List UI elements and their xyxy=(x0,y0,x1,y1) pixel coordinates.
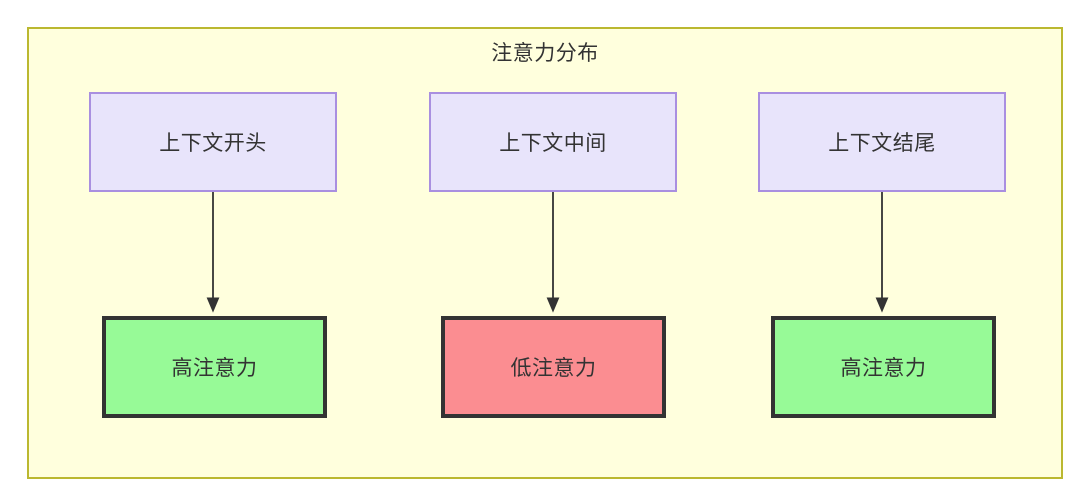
node-context-middle-label: 上下文中间 xyxy=(499,132,607,155)
node-high-attention-start-label: 高注意力 xyxy=(171,357,258,380)
node-low-attention-middle[interactable]: 低注意力 xyxy=(441,316,666,418)
subgraph-title: 注意力分布 xyxy=(491,42,599,65)
node-context-middle[interactable]: 上下文中间 xyxy=(429,92,677,192)
node-context-end[interactable]: 上下文结尾 xyxy=(758,92,1006,192)
node-context-start-label: 上下文开头 xyxy=(159,132,267,155)
node-high-attention-end-label: 高注意力 xyxy=(840,357,927,380)
node-context-start[interactable]: 上下文开头 xyxy=(89,92,337,192)
node-context-end-label: 上下文结尾 xyxy=(828,132,936,155)
node-high-attention-end[interactable]: 高注意力 xyxy=(771,316,996,418)
node-high-attention-start[interactable]: 高注意力 xyxy=(102,316,327,418)
node-low-attention-middle-label: 低注意力 xyxy=(510,357,597,380)
